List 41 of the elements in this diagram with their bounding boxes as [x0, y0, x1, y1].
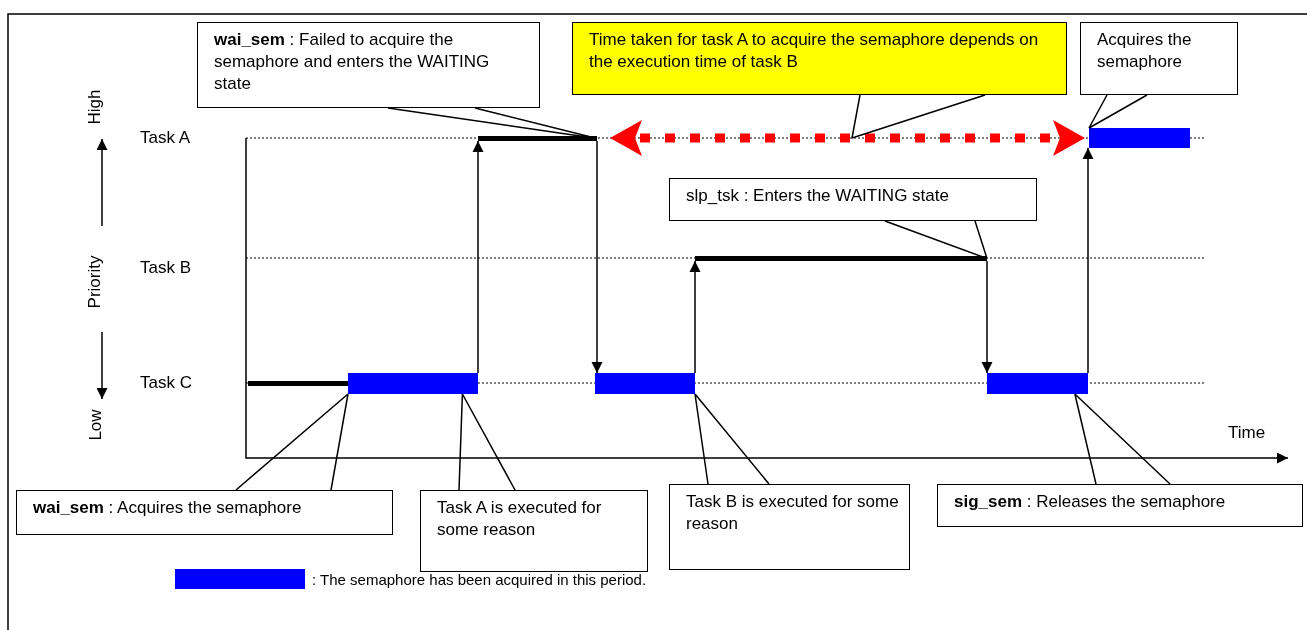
- callout-text: slp_tsk : Enters the WAITING state: [686, 185, 950, 207]
- semaphore-period-bar: [348, 373, 478, 394]
- semaphore-period-bar: [987, 373, 1088, 394]
- axis-label: Time: [1228, 423, 1266, 443]
- semaphore-period-bar: [595, 373, 695, 394]
- callout-text: Time taken for task A to acquire the semaphore depends on the execution time of task B: [589, 29, 1040, 73]
- callout-text: Acquires the semaphore: [1097, 29, 1193, 73]
- callout-pointer: [1074, 393, 1171, 485]
- callout-box: [669, 484, 910, 570]
- callout-pointer: [694, 393, 770, 485]
- legend-text: : The semaphore has been acquired in this period.: [312, 570, 647, 588]
- row-label: Task B: [140, 258, 192, 278]
- callout-box: [16, 490, 393, 535]
- semaphore-period-bar: [1089, 128, 1190, 148]
- transition-arrow: [689, 260, 701, 374]
- callout-pointer: [1088, 94, 1148, 129]
- callout-pointer: [851, 94, 986, 139]
- callout-box: [669, 178, 1037, 221]
- callout-box: [572, 22, 1067, 95]
- axis-label: Priority: [84, 255, 105, 309]
- callout-text: Task A is executed for some reason: [437, 497, 603, 541]
- callout-box: [420, 490, 648, 572]
- transition-arrow: [472, 140, 484, 374]
- row-label: Task C: [140, 373, 192, 393]
- callout-box: [937, 484, 1303, 527]
- callout-pointer: [458, 393, 516, 491]
- callout-text: sig_sem : Releases the semaphore: [954, 491, 1227, 513]
- callout-text: wai_sem : Acquires the semaphore: [33, 497, 303, 519]
- callout-text: wai_sem : Failed to acquire the semaphore and enters the WAITING state: [214, 29, 491, 95]
- callout-box: [1080, 22, 1238, 95]
- axis-label: High: [85, 89, 105, 125]
- axis-label: Low: [85, 409, 106, 441]
- callout-pointer: [884, 220, 988, 260]
- callout-text: Task B is executed for some reason: [686, 491, 899, 535]
- transition-arrow: [1082, 147, 1094, 374]
- callout-pointer: [387, 107, 598, 140]
- row-label: Task A: [140, 128, 191, 148]
- callout-box: [197, 22, 540, 108]
- callout-pointer: [235, 393, 349, 491]
- transition-arrow: [981, 260, 993, 374]
- transition-arrow: [591, 140, 603, 374]
